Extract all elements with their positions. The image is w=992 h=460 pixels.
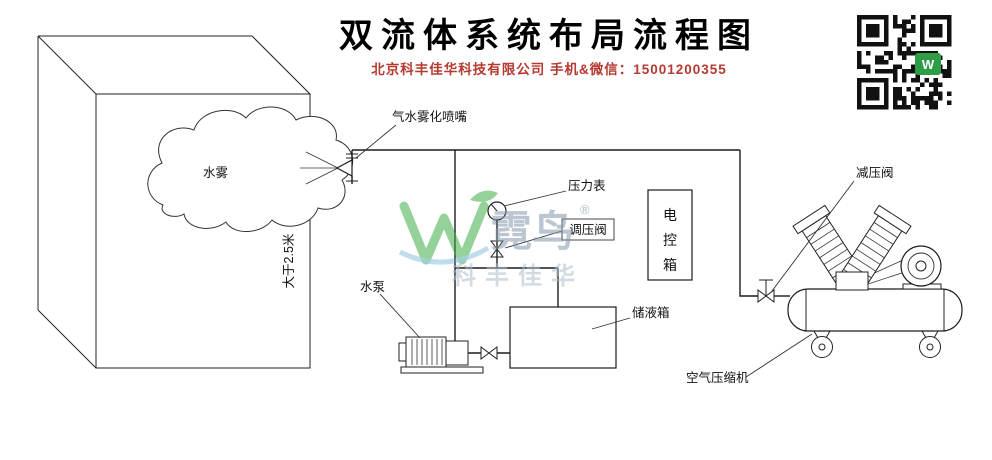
pump-head — [445, 340, 469, 366]
motor-hub — [915, 260, 927, 272]
air-drop-pipe — [739, 150, 758, 297]
label-air-compressor: 空气压缩机 — [686, 370, 749, 385]
reducing-valve-symbol — [757, 289, 775, 303]
leader-reducing-valve — [771, 180, 855, 292]
valve-adjuster-handle — [759, 279, 773, 296]
spray-lines — [300, 151, 339, 185]
watermark-company: 科丰佳华 — [452, 261, 584, 290]
qr-finder-patterns — [857, 15, 952, 110]
label-control-box-char-1: 电 — [663, 207, 677, 223]
leader-nozzle — [355, 124, 397, 159]
gauge-needle — [490, 203, 498, 212]
leader-pressure-gauge — [503, 190, 567, 207]
page-title: 双流体系统布局流程图 — [339, 16, 759, 56]
watermark-swoosh — [398, 245, 490, 265]
nozzle-tip — [335, 159, 353, 177]
leader-water-pump — [379, 293, 421, 339]
suction-valve-symbol — [480, 346, 498, 360]
label-control-box-char-2: 控 — [663, 232, 677, 248]
qr-logo-badge — [915, 53, 941, 75]
pump-base — [400, 366, 484, 374]
label-nozzle: 气水雾化喷嘴 — [392, 109, 468, 124]
pressure-reducing-valve — [757, 279, 775, 303]
leader-air-compressor — [745, 333, 813, 378]
compressor-crankcase — [835, 271, 869, 291]
room-front-face — [95, 93, 311, 369]
watermark-registered-mark: ® — [580, 202, 590, 217]
air-water-nozzle — [300, 150, 358, 185]
pressure-regulating-valve-symbol — [490, 240, 504, 258]
label-control-box-char-3: 箱 — [663, 257, 677, 273]
motor-ring — [907, 252, 935, 280]
qr-logo-letter: W — [922, 57, 935, 72]
regulating-valve-label-box — [561, 218, 615, 241]
label-reducing-valve: 减压阀 — [856, 166, 894, 180]
leader-regulating-valve — [504, 230, 563, 249]
page-subtitle: 北京科丰佳华科技有限公司 手机&微信：15001200355 — [371, 61, 727, 77]
tank-seam-lines — [805, 289, 945, 331]
cylinder-head — [873, 204, 912, 235]
watermark-brand: 霓鸟 — [490, 207, 574, 256]
wheel-hub-right — [926, 343, 934, 351]
gauge-assembly — [487, 201, 507, 258]
watermark: 霓鸟 ® 科丰佳华 — [398, 190, 590, 290]
electric-control-box — [647, 189, 693, 281]
pump-motor-body — [405, 336, 447, 368]
label-room-height: 大于2.5米 — [282, 233, 296, 288]
motor-fins — [411, 339, 443, 365]
liquid-storage-tank — [509, 306, 617, 369]
motor-end-cap — [398, 342, 407, 362]
spray-room — [37, 35, 311, 369]
label-regulating-valve: 调压阀 — [569, 223, 607, 237]
compressor-cylinder-right — [839, 204, 912, 291]
watermark-leaf-icon — [470, 190, 498, 202]
water-pump — [398, 336, 498, 374]
leader-liquid-tank — [591, 317, 631, 330]
qr-code: W — [855, 13, 954, 112]
leader-lines — [355, 124, 855, 378]
wheel-hub-left — [818, 343, 826, 351]
air-compressor — [757, 204, 963, 358]
label-liquid-tank: 储液箱 — [632, 305, 670, 320]
label-mist: 水雾 — [203, 166, 229, 180]
cylinder-fins — [843, 222, 898, 285]
watermark-w-logo — [399, 201, 489, 265]
label-pressure-gauge: 压力表 — [568, 179, 606, 193]
room-bottom-left-edge — [37, 309, 97, 369]
room-top-right-edge — [251, 35, 311, 95]
room-top-left-edge — [37, 35, 97, 95]
wheel-struts — [813, 330, 939, 346]
compressor-receiver-tank — [787, 288, 963, 332]
diagram-labels: 气水雾化喷嘴 水雾 大于2.5米 压力表 调压阀 电 控 箱 水泵 储液箱 减压… — [203, 109, 894, 385]
cylinder-head — [792, 204, 831, 235]
mist-cloud — [147, 106, 353, 232]
label-water-pump: 水泵 — [360, 280, 385, 294]
tank-return-pipe — [455, 267, 559, 307]
